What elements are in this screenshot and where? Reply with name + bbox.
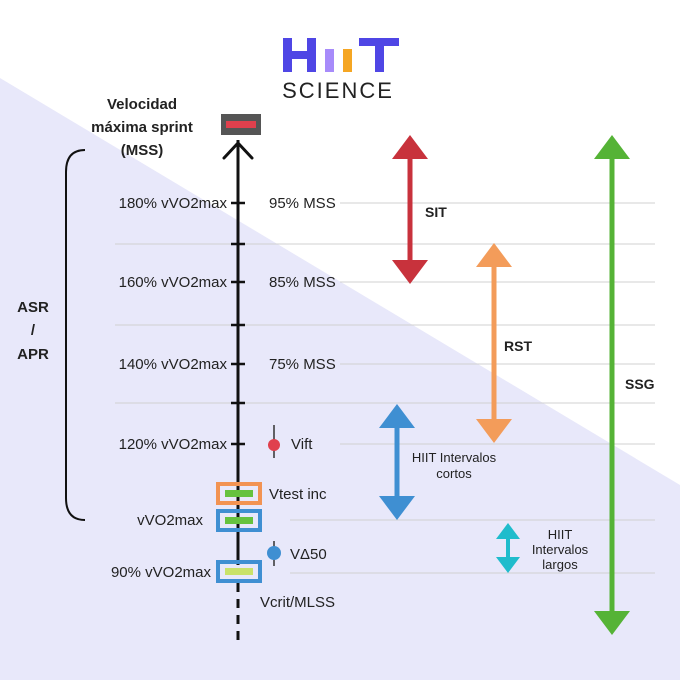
arrow-head-up (379, 404, 415, 428)
logo-i-bar-purple (325, 49, 334, 72)
hiit-long-label: HIIT Intervalos largos (532, 527, 589, 572)
hiit-short-arrow (379, 404, 415, 520)
arrow-head-down (476, 419, 512, 443)
hiit-long-arrow (496, 523, 520, 573)
asr-bracket (65, 149, 86, 521)
vvo2max-label: vVO2max (137, 512, 203, 529)
level-labels: 180% vVO2max 95% MSS 160% vVO2max 85% MS… (119, 195, 336, 453)
hiit-long-label-line3: largos (542, 557, 578, 572)
vtest-fill (225, 490, 253, 497)
asr-apr-label: ASR / APR (17, 299, 49, 363)
vcrit-label: Vcrit/MLSS (260, 594, 335, 611)
asr-label-line2: / (31, 322, 36, 339)
hiit-short-label-line1: HIIT Intervalos (412, 450, 497, 465)
arrow-head-down (594, 611, 630, 635)
v90-label: 90% vVO2max (111, 564, 212, 581)
logo-h-cross-bar (283, 51, 316, 59)
level-160-vvo2max: 160% vVO2max (119, 274, 228, 291)
hiit-science-logo: SCIENCE (282, 38, 399, 103)
level-85-mss: 85% MSS (269, 274, 336, 291)
vvo2max-fill (225, 517, 253, 524)
axis-arrowhead (222, 141, 254, 160)
level-75-mss: 75% MSS (269, 356, 336, 373)
vift-dot (268, 439, 280, 451)
arrow-head-up (496, 523, 520, 539)
background-wedge (0, 78, 680, 680)
rst-arrow (476, 243, 512, 443)
logo-t-stem (375, 38, 384, 72)
asr-label-line1: ASR (17, 299, 49, 316)
arrow-head-up (392, 135, 428, 159)
arrow-head-up (594, 135, 630, 159)
arrow-head-down (496, 557, 520, 573)
v90-fill (225, 568, 253, 575)
guide-lines (115, 202, 655, 574)
hiit-long-label-line1: HIIT (548, 527, 573, 542)
level-120-vvo2max: 120% vVO2max (119, 436, 228, 453)
vvo2max-box (216, 509, 262, 532)
mss-label-line3: (MSS) (121, 142, 164, 159)
axis-ticks (231, 201, 245, 446)
logo-i-bar-orange (343, 49, 352, 72)
vdelta-label: VΔ50 (290, 546, 327, 563)
ssg-arrow (594, 135, 630, 635)
hiit-short-label: HIIT Intervalos cortos (412, 450, 497, 481)
ssg-label: SSG (625, 376, 655, 392)
arrow-labels: SIT RST SSG (425, 204, 655, 392)
vdelta-dot (267, 546, 281, 560)
rst-label: RST (504, 338, 532, 354)
sit-label: SIT (425, 204, 447, 220)
mss-marker-fill (226, 121, 256, 128)
hiit-long-label-line2: Intervalos (532, 542, 589, 557)
mss-label-line1: Velocidad (107, 96, 177, 113)
arrow-head-down (379, 496, 415, 520)
sit-arrow (392, 135, 428, 284)
mss-label-line2: máxima sprint (91, 119, 193, 136)
vift-label: Vift (291, 436, 313, 453)
asr-label-line3: APR (17, 346, 49, 363)
arrow-head-down (392, 260, 428, 284)
vtest-label: Vtest inc (269, 486, 327, 503)
mss-label: Velocidad máxima sprint (MSS) (91, 96, 193, 159)
level-180-vvo2max: 180% vVO2max (119, 195, 228, 212)
logo-subtitle: SCIENCE (282, 78, 394, 103)
vtest-box (216, 482, 262, 505)
level-140-vvo2max: 140% vVO2max (119, 356, 228, 373)
arrow-head-up (476, 243, 512, 267)
v90-box (216, 560, 262, 583)
hiit-short-label-line2: cortos (436, 466, 472, 481)
level-95-mss: 95% MSS (269, 195, 336, 212)
